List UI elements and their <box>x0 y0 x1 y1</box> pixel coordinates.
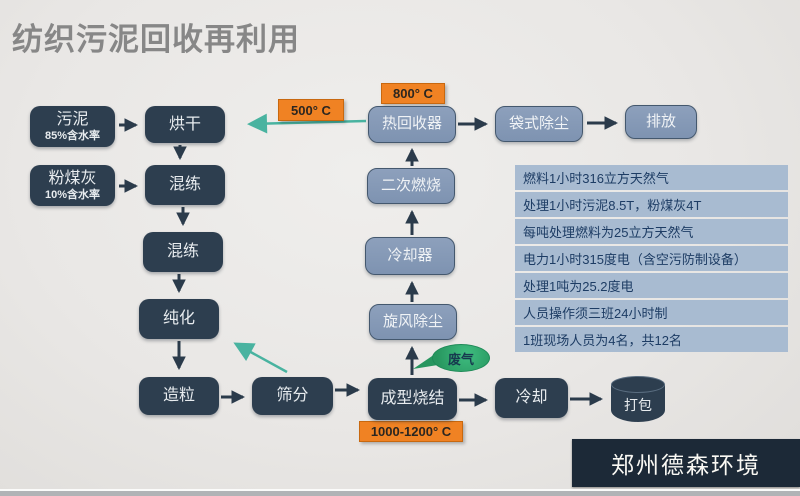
node-purification: 纯化 <box>139 299 219 339</box>
node-sieving-label: 筛分 <box>276 387 309 405</box>
node-cooler: 冷却器 <box>365 237 455 275</box>
node-fly-ash: 粉煤灰 10%含水率 <box>30 165 115 206</box>
node-sludge-label: 污泥 <box>56 111 89 129</box>
node-drying-label: 烘干 <box>168 115 201 133</box>
node-heat-recovery-label: 热回收器 <box>381 115 442 133</box>
node-cooling-label: 冷却 <box>515 389 548 407</box>
node-packing: 打包 <box>611 376 665 422</box>
node-cyclone-dust-label: 旋风除尘 <box>382 312 443 330</box>
node-sintering-label: 成型烧结 <box>380 390 445 408</box>
brand-plate: 郑州德森环境 <box>572 439 800 487</box>
node-cooling: 冷却 <box>495 378 568 418</box>
page-title: 纺织污泥回收再利用 <box>12 22 300 57</box>
info-panel: 燃料1小时316立方天然气 处理1小时污泥8.5T，粉煤灰4T 每吨处理燃料为2… <box>515 165 788 354</box>
node-mixing-1: 混练 <box>145 165 225 205</box>
packing-cylinder-top <box>611 376 665 393</box>
node-sludge-sub: 85%含水率 <box>44 129 101 142</box>
waste-gas-bubble: 废气 <box>432 344 490 372</box>
node-purification-label: 纯化 <box>162 310 195 328</box>
info-row: 处理1小时污泥8.5T，粉煤灰4T <box>515 192 788 217</box>
node-discharge: 排放 <box>625 105 697 139</box>
info-row: 每吨处理燃料为25立方天然气 <box>515 219 788 244</box>
node-mixing-2: 混练 <box>143 232 223 272</box>
bottom-edge-strip <box>0 489 800 496</box>
node-heat-recovery: 热回收器 <box>368 106 456 143</box>
node-sieving: 筛分 <box>252 377 333 415</box>
node-granulation: 造粒 <box>139 377 219 415</box>
node-fly-ash-label: 粉煤灰 <box>48 170 97 188</box>
node-cyclone-dust: 旋风除尘 <box>369 304 457 340</box>
arrow-heat-return-500c <box>247 113 367 134</box>
node-secondary-combustion: 二次燃烧 <box>367 168 455 204</box>
node-mixing-2-label: 混练 <box>166 243 199 261</box>
node-bag-dust: 袋式除尘 <box>495 106 583 142</box>
info-row: 燃料1小时316立方天然气 <box>515 165 788 190</box>
node-cooler-label: 冷却器 <box>387 246 433 264</box>
temp-800-label: 800° C <box>381 83 445 104</box>
node-discharge-label: 排放 <box>645 112 676 130</box>
info-row: 电力1小时315度电（含空污防制设备） <box>515 246 788 271</box>
brand-name: 郑州德森环境 <box>611 453 761 478</box>
node-sintering: 成型烧结 <box>368 378 457 420</box>
node-fly-ash-sub: 10%含水率 <box>44 188 101 201</box>
node-bag-dust-label: 袋式除尘 <box>508 114 569 132</box>
temp-1000-1200-label: 1000-1200° C <box>359 421 463 442</box>
node-sludge: 污泥 85%含水率 <box>30 106 115 147</box>
info-row: 处理1吨为25.2度电 <box>515 273 788 298</box>
temp-500-label: 500° C <box>278 99 344 121</box>
node-secondary-combustion-label: 二次燃烧 <box>380 176 441 194</box>
waste-gas-label: 废气 <box>447 351 474 367</box>
arrow-sieving-return-to-purification <box>233 342 288 374</box>
node-mixing-1-label: 混练 <box>168 176 201 194</box>
node-drying: 烘干 <box>145 106 225 143</box>
node-granulation-label: 造粒 <box>162 387 195 405</box>
info-row: 人员操作须三班24小时制 <box>515 300 788 325</box>
info-row: 1班现场人员为4名，共12名 <box>515 327 788 352</box>
node-packing-label: 打包 <box>624 397 652 413</box>
